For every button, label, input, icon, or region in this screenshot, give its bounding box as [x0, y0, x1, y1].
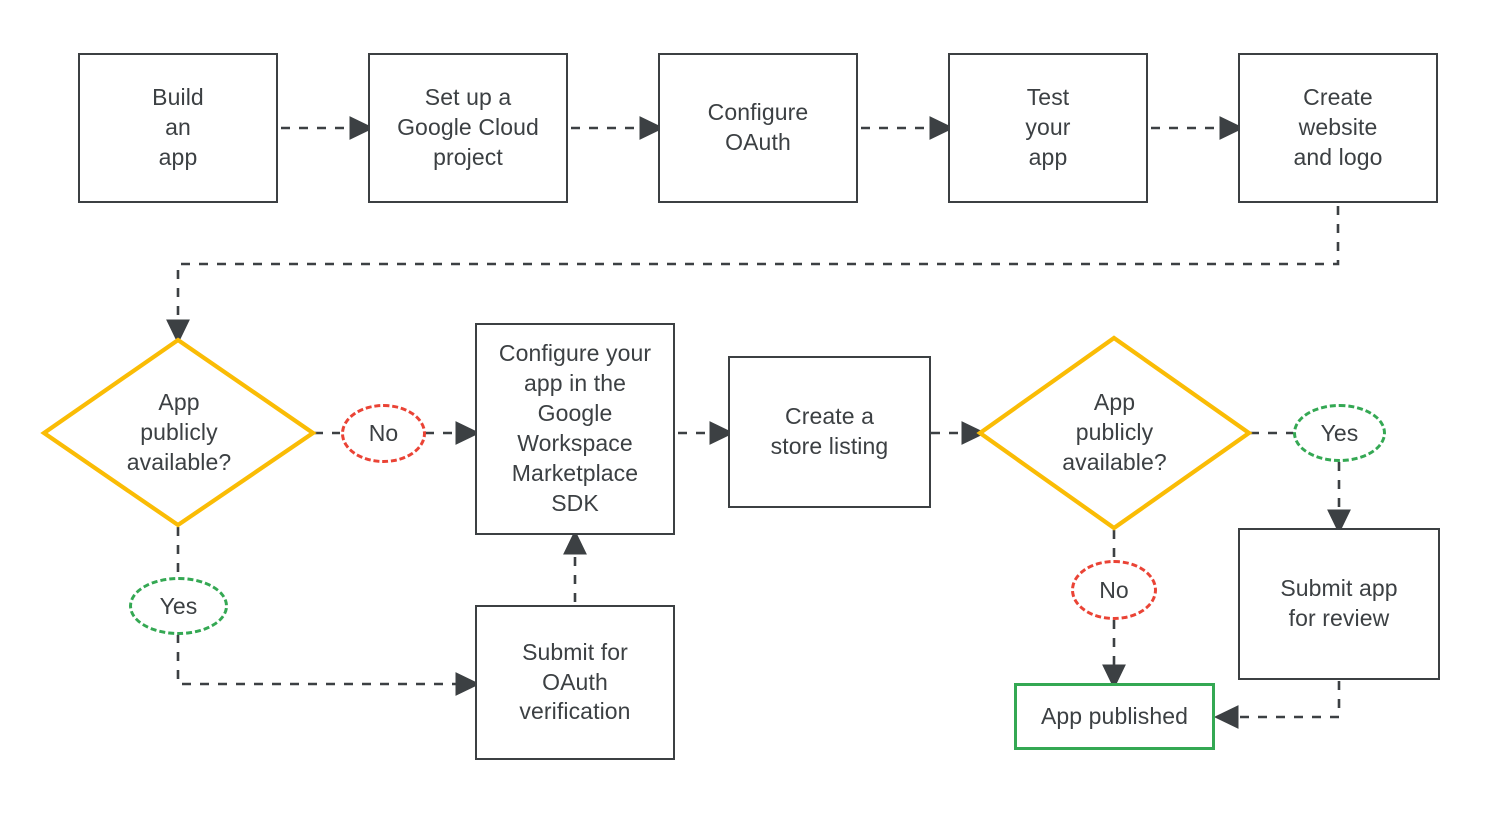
edge-label-text: No [1099, 576, 1129, 603]
edge-label-text: Yes [159, 592, 198, 619]
edge-label-text: No [368, 420, 399, 446]
edge-label-no-1: No [341, 404, 426, 463]
edge-label-yes-1: Yes [129, 577, 228, 635]
edge-label-no-2: No [1071, 560, 1157, 620]
edge-label-text: Yes [1320, 419, 1359, 446]
edge-yes-label-to-oauth-verify [176, 634, 481, 696]
node-label: App published [1040, 702, 1189, 729]
node-app-published[interactable]: App published [1014, 683, 1215, 750]
edge-submit-review-to-published [1213, 681, 1341, 729]
edge-label-yes-2: Yes [1293, 404, 1386, 462]
edge-website-to-decision1 [166, 206, 1340, 345]
